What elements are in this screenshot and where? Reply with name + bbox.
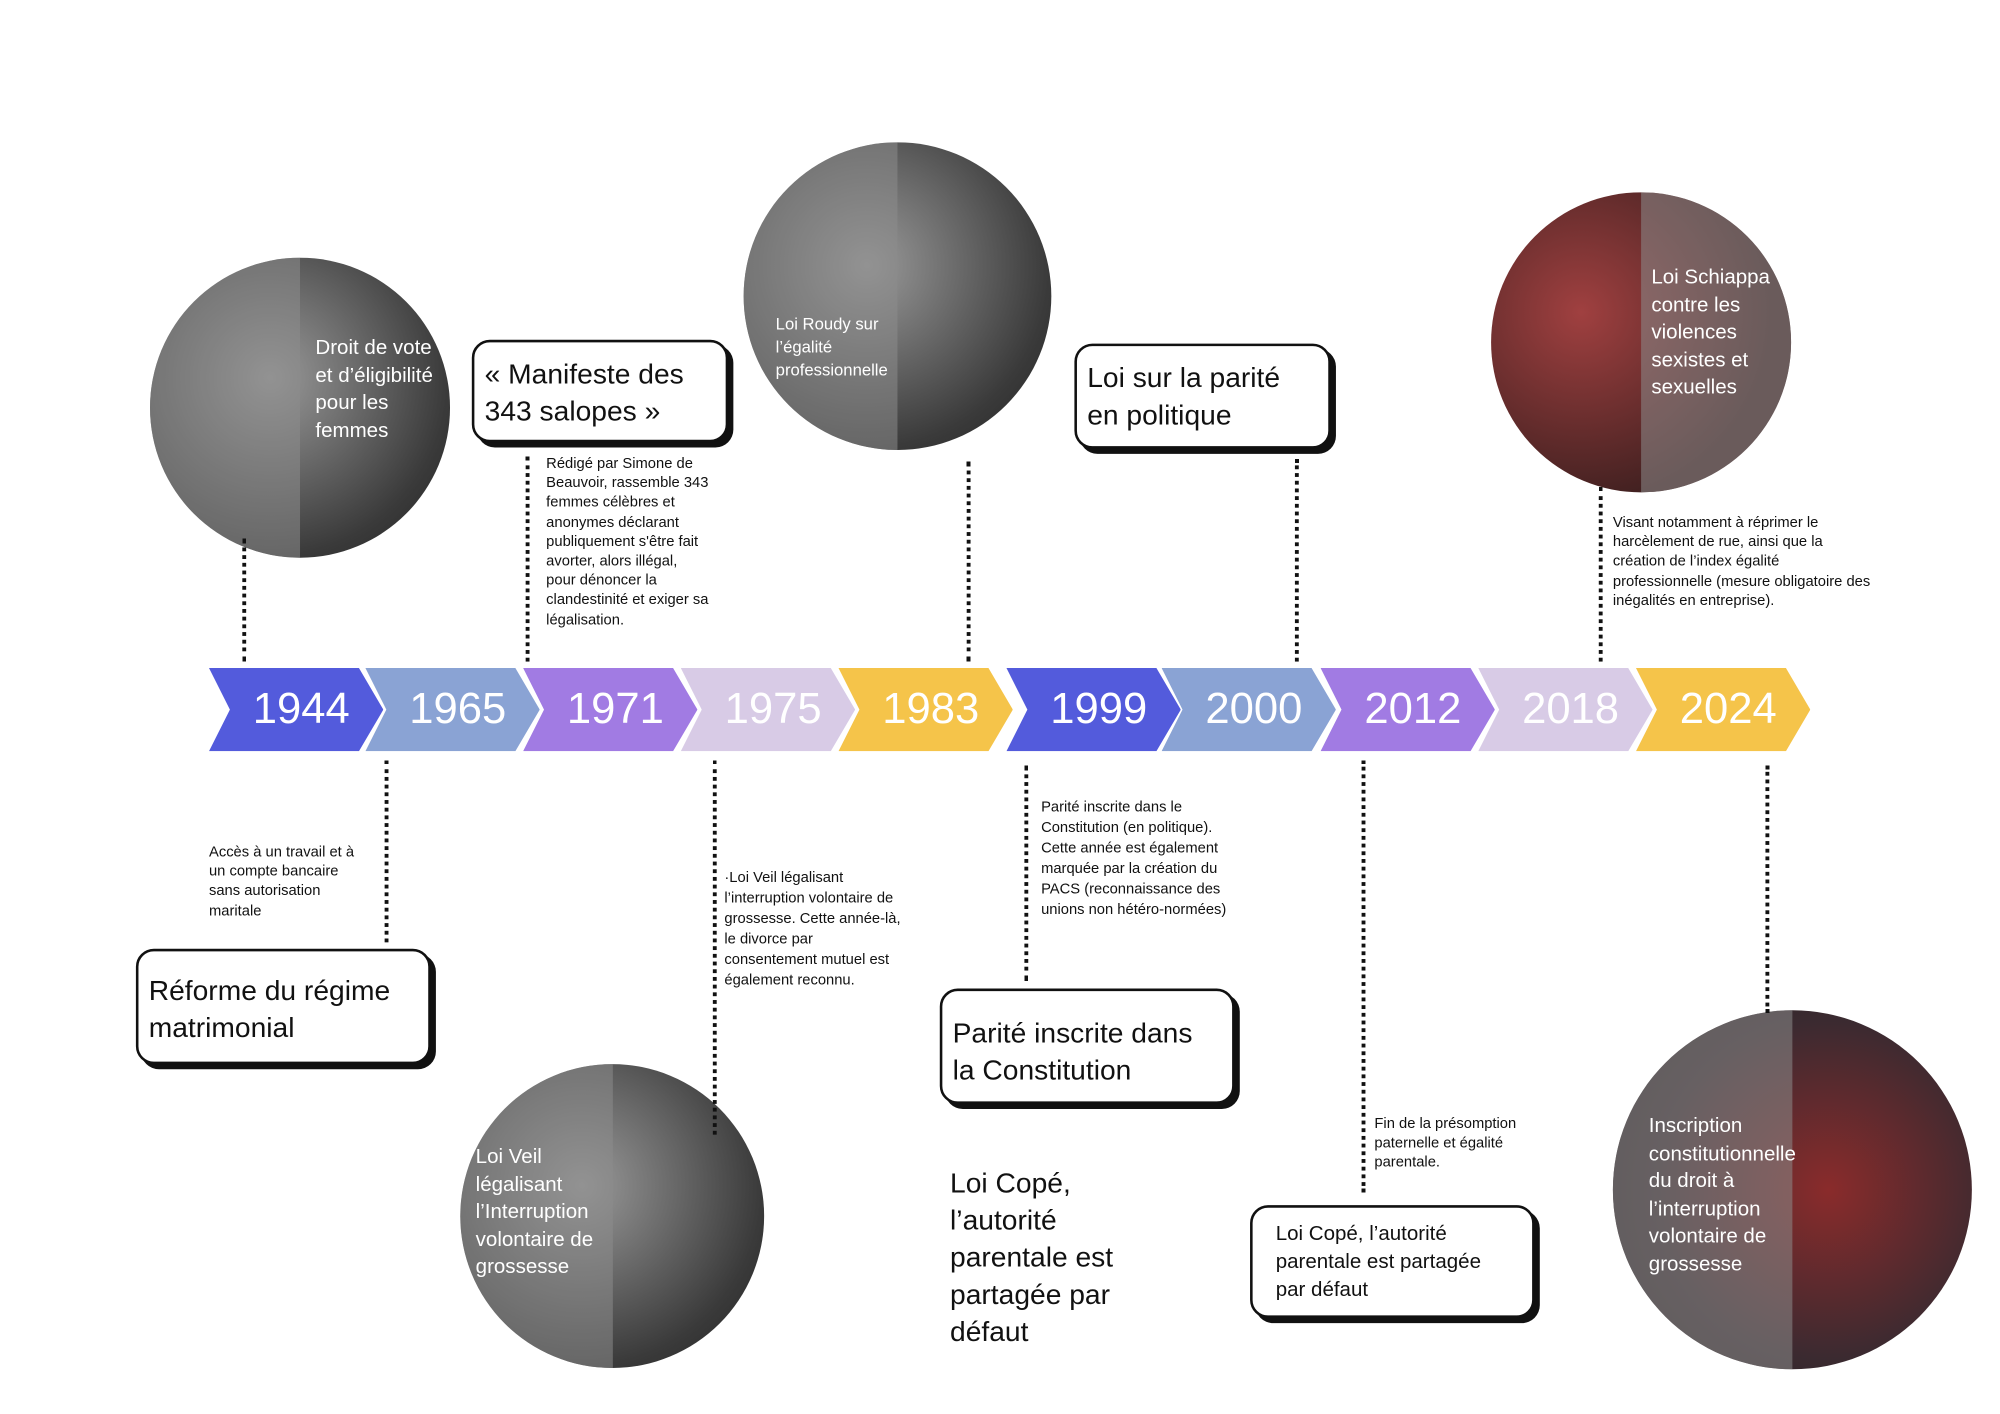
event-box-1971: « Manifeste des 343 salopes » xyxy=(471,339,729,443)
year-label: 1999 xyxy=(1050,684,1148,734)
description-1975: ·Loi Veil légalisant l’interruption volo… xyxy=(724,870,901,989)
year-chevron: 2018 xyxy=(1478,667,1653,752)
standalone-caption: Loi Copé, l’autorité parentale est parta… xyxy=(950,1166,1114,1348)
connector-1971 xyxy=(525,456,530,662)
year-label: 2018 xyxy=(1522,684,1620,734)
connector-2000 xyxy=(1294,458,1299,662)
description-2012: Fin de la présomption paternelle et égal… xyxy=(1374,1116,1517,1172)
photo-caption: Droit de vote et d’éligibilité pour les … xyxy=(315,337,433,442)
year-chevron: 1975 xyxy=(680,667,856,752)
photo-1944: Droit de vote et d’éligibilité pour les … xyxy=(150,257,451,558)
year-label: 1971 xyxy=(566,684,664,734)
event-box-2000: Loi sur la parité en politique xyxy=(1074,343,1331,449)
photo-1983: Loi Roudy sur l’égalité professionnelle xyxy=(743,142,1052,451)
year-label: 2000 xyxy=(1205,684,1303,734)
year-label: 2024 xyxy=(1679,684,1777,734)
year-chevron: 1965 xyxy=(365,667,540,752)
connector-1983 xyxy=(966,461,971,662)
year-chevron: 1983 xyxy=(838,667,1013,752)
year-chevron: 2024 xyxy=(1635,667,1811,752)
photo-2024: Inscription constitutionnelle du droit à… xyxy=(1612,1010,1972,1370)
year-label: 2012 xyxy=(1364,684,1462,734)
year-label: 1944 xyxy=(252,684,350,734)
description-1999: Parité inscrite dans le Constitution (en… xyxy=(1041,800,1227,918)
connector-1975 xyxy=(712,760,717,1135)
year-chevron: 1971 xyxy=(523,667,698,752)
event-box-2012: Loi Copé, l’autorité parentale est parta… xyxy=(1250,1205,1535,1318)
event-box-1999: Parité inscrite dans la Constitution xyxy=(939,988,1235,1104)
photo-caption: Loi Roudy sur l’égalité professionnelle xyxy=(775,314,888,380)
event-box-1965: Réforme du régime matrimonial xyxy=(135,948,431,1065)
connector-1944 xyxy=(242,538,247,662)
description-1971: Rédigé par Simone de Beauvoir, rassemble… xyxy=(546,456,709,628)
photo-caption: Inscription constitutionnelle du droit à… xyxy=(1648,1115,1796,1276)
description-1965: Accès à un travail et à un compte bancai… xyxy=(208,844,355,919)
year-chevron: 1944 xyxy=(208,667,384,752)
connector-2012 xyxy=(1361,760,1366,1193)
year-label: 1965 xyxy=(409,684,507,734)
connector-2018 xyxy=(1598,487,1603,662)
year-chevron: 2012 xyxy=(1320,667,1495,752)
year-label: 1983 xyxy=(882,684,980,734)
year-chevron: 2000 xyxy=(1161,667,1336,752)
year-label: 1975 xyxy=(724,684,822,734)
photo-caption: Loi Veil légalisant l’Interruption volon… xyxy=(475,1146,594,1279)
photo-1975: Loi Veil légalisant l’Interruption volon… xyxy=(460,1064,765,1369)
photo-caption: Loi Schiappa contre les violences sexist… xyxy=(1651,266,1770,399)
connector-1965 xyxy=(384,760,389,943)
year-chevron: 1999 xyxy=(1006,667,1181,752)
connector-2024 xyxy=(1765,765,1770,1013)
photo-2018: Loi Schiappa contre les violences sexist… xyxy=(1491,192,1792,493)
description-2018: Visant notamment à réprimer le harcèleme… xyxy=(1612,515,1871,609)
connector-1999 xyxy=(1024,765,1029,981)
